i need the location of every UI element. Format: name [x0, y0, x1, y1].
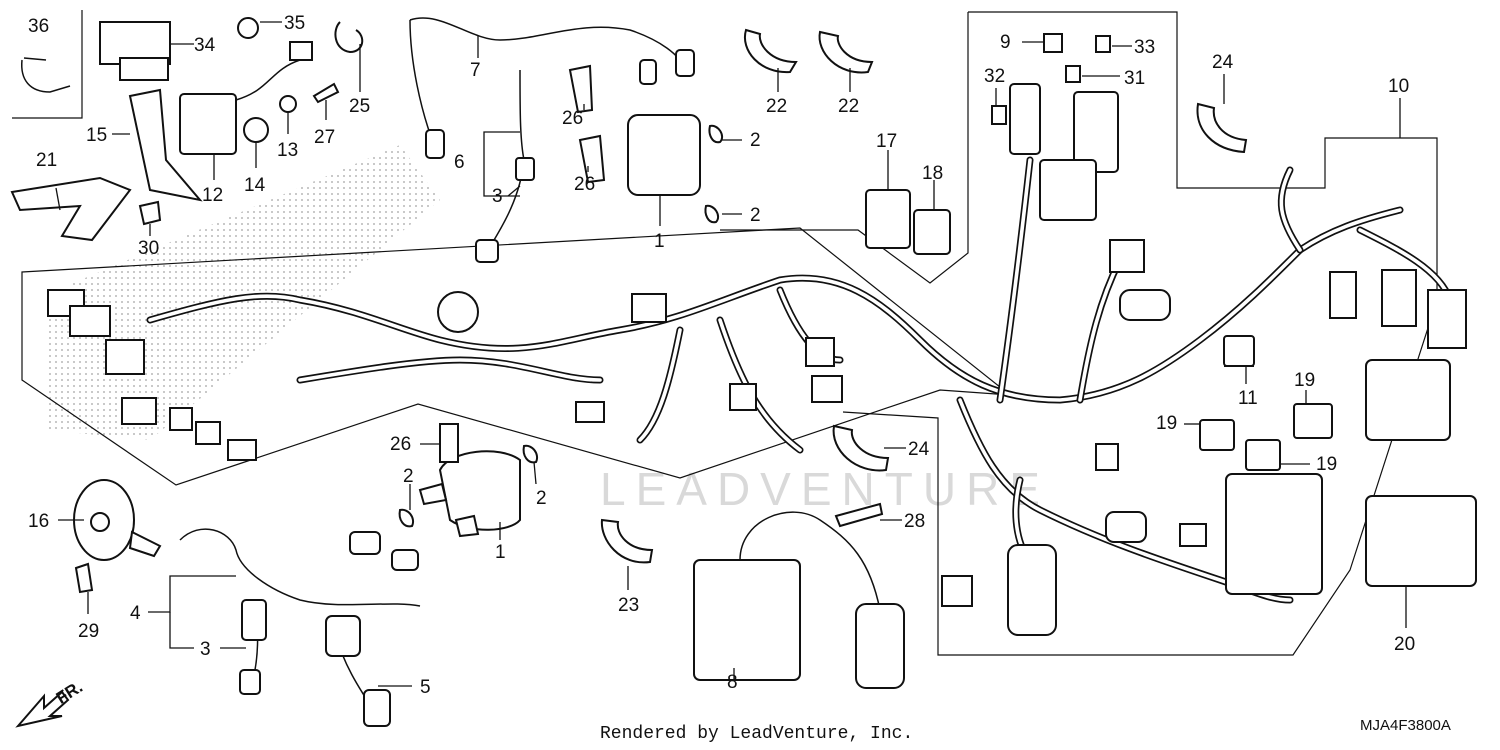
- callout-33: 33: [1134, 37, 1155, 58]
- relays-top-right: [865, 33, 1248, 255]
- callout-9: 9: [1000, 32, 1011, 53]
- callout-6: 6: [454, 152, 465, 173]
- callout-1a: 1: [654, 231, 665, 252]
- callout-20: 20: [1394, 634, 1415, 655]
- callout-2d: 2: [536, 488, 547, 509]
- callout-32: 32: [984, 66, 1005, 87]
- top-left-parts: [10, 17, 364, 242]
- callout-19a: 19: [1294, 370, 1315, 391]
- top-center-parts: [409, 17, 874, 263]
- right-modules: [1199, 335, 1477, 595]
- callout-5: 5: [420, 677, 431, 698]
- footer-credit: Rendered by LeadVenture, Inc.: [600, 724, 913, 744]
- callout-23: 23: [618, 595, 639, 616]
- callout-8: 8: [727, 672, 738, 693]
- callout-14: 14: [244, 175, 266, 196]
- callout-27: 27: [314, 127, 335, 148]
- callout-3a: 3: [492, 186, 503, 207]
- leader-lines: [55, 21, 1407, 687]
- callout-26a: 26: [562, 108, 583, 129]
- callout-2c: 2: [403, 466, 414, 487]
- front-arrow-icon: [15, 690, 70, 728]
- callout-31: 31: [1124, 68, 1145, 89]
- callout-26c: 26: [390, 434, 411, 455]
- callout-36: 36: [28, 16, 49, 37]
- callout-12: 12: [202, 185, 223, 206]
- callout-17: 17: [876, 131, 897, 152]
- callout-4: 4: [130, 603, 141, 624]
- callout-19c: 19: [1316, 454, 1337, 475]
- callout-25: 25: [349, 96, 370, 117]
- callout-2a: 2: [750, 130, 761, 151]
- callout-16: 16: [28, 511, 49, 532]
- main-harness: [47, 156, 1467, 636]
- callout-11: 11: [1238, 388, 1258, 409]
- callout-34: 34: [194, 35, 216, 56]
- callout-2b: 2: [750, 205, 761, 226]
- callouts: 36 34 35 25 7 22 22 9 33 31 32 24 10 15 …: [28, 13, 1415, 698]
- callout-24b: 24: [908, 439, 930, 460]
- callout-35: 35: [284, 13, 305, 34]
- callout-29: 29: [78, 621, 99, 642]
- callout-26b: 26: [574, 174, 595, 195]
- callout-3b: 3: [200, 639, 211, 660]
- callout-28: 28: [904, 511, 925, 532]
- callout-10: 10: [1388, 76, 1409, 97]
- callout-19b: 19: [1156, 413, 1177, 434]
- callout-13: 13: [277, 140, 298, 161]
- bottom-parts: [73, 423, 905, 727]
- group-outlines: [12, 10, 1438, 656]
- callout-1b: 1: [495, 542, 506, 563]
- callout-22b: 22: [838, 96, 859, 117]
- watermark: LEADVENTURE: [600, 463, 1050, 515]
- diagram-code: MJA4F3800A: [1360, 717, 1451, 734]
- callout-24a: 24: [1212, 52, 1234, 73]
- callout-15: 15: [86, 125, 107, 146]
- callout-21: 21: [36, 150, 57, 171]
- callout-7: 7: [470, 60, 481, 81]
- callout-22a: 22: [766, 96, 787, 117]
- front-direction-indicator: FR.: [15, 677, 86, 728]
- callout-18: 18: [922, 163, 943, 184]
- callout-30: 30: [138, 238, 159, 259]
